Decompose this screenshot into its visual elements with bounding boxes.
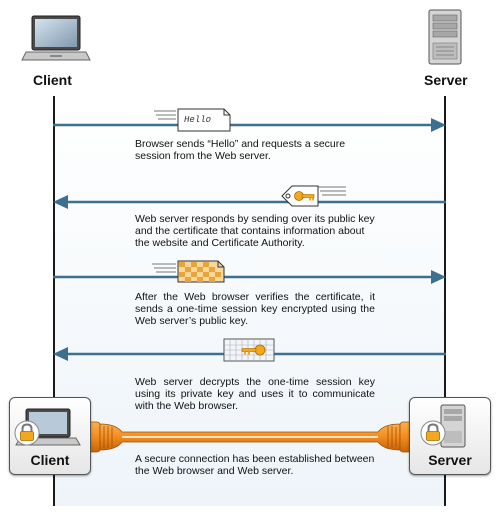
certificate-icon (152, 260, 225, 283)
lock-icon (420, 420, 446, 446)
server-tower-icon (428, 9, 462, 65)
client-secure-box: Client (9, 397, 91, 475)
arrow-hello (53, 118, 446, 132)
client-title: Client (33, 72, 72, 88)
step-4-text: Web server decrypts the one-time session… (135, 376, 375, 412)
arrow-session-key (53, 270, 446, 284)
hello-token-label: Hello (184, 115, 212, 125)
arrow-public-key (53, 195, 446, 209)
step-1-text: Browser sends “Hello” and requests a sec… (135, 138, 346, 162)
lock-icon (14, 420, 40, 446)
key-icon (281, 185, 346, 207)
server-title: Server (424, 72, 468, 88)
step-3-text: After the Web browser verifies the certi… (135, 291, 375, 327)
server-secure-box: Server (409, 397, 491, 475)
client-lifeline (53, 96, 55, 506)
server-tower-icon (440, 404, 466, 448)
server-lifeline (444, 96, 446, 506)
laptop-icon (21, 15, 91, 61)
encrypted-key-icon (223, 338, 275, 362)
secure-connection-tube (87, 421, 413, 453)
server-box-label: Server (428, 452, 472, 468)
step-2-text: Web server responds by sending over its … (135, 213, 375, 249)
document-icon (154, 108, 231, 132)
client-box-label: Client (30, 452, 70, 468)
secure-connection-text: A secure connection has been established… (135, 453, 375, 477)
